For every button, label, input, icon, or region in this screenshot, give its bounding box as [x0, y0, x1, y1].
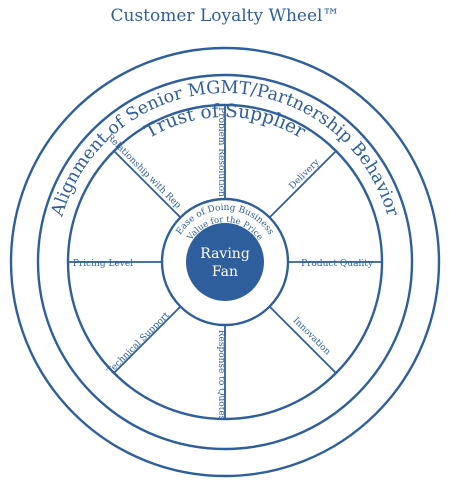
- hub-circle: [186, 223, 264, 301]
- spoke-bottom-right: [269, 306, 337, 374]
- spoke-top-right: [269, 150, 337, 218]
- hub-label-line2: Fan: [212, 264, 238, 280]
- spoke-label-technical-support: Technical Support: [106, 310, 172, 376]
- spoke-label-problem-resolution: Problem Resolution: [216, 107, 226, 197]
- spoke-label-pricing-level: Pricing Level: [73, 259, 133, 269]
- spoke-bottom-left: [113, 306, 181, 374]
- spoke-label-response-to-quotes: Response to Quotes: [216, 330, 226, 421]
- outer-ring: [9, 46, 441, 478]
- diagram-title: Customer Loyalty Wheel™: [110, 6, 340, 26]
- spoke-label-relationship-with-rep: Relationship with Rep: [104, 132, 182, 210]
- spokes: [68, 105, 382, 419]
- middle-ring: [36, 73, 414, 451]
- spoke-label-delivery: Delivery: [288, 157, 323, 192]
- spoke-top-left: [113, 150, 181, 218]
- spoke-label-product-quality: Product Quality: [301, 259, 374, 269]
- spoke-label-innovation: Innovation: [291, 316, 333, 358]
- hub-label-line1: Raving: [200, 246, 250, 262]
